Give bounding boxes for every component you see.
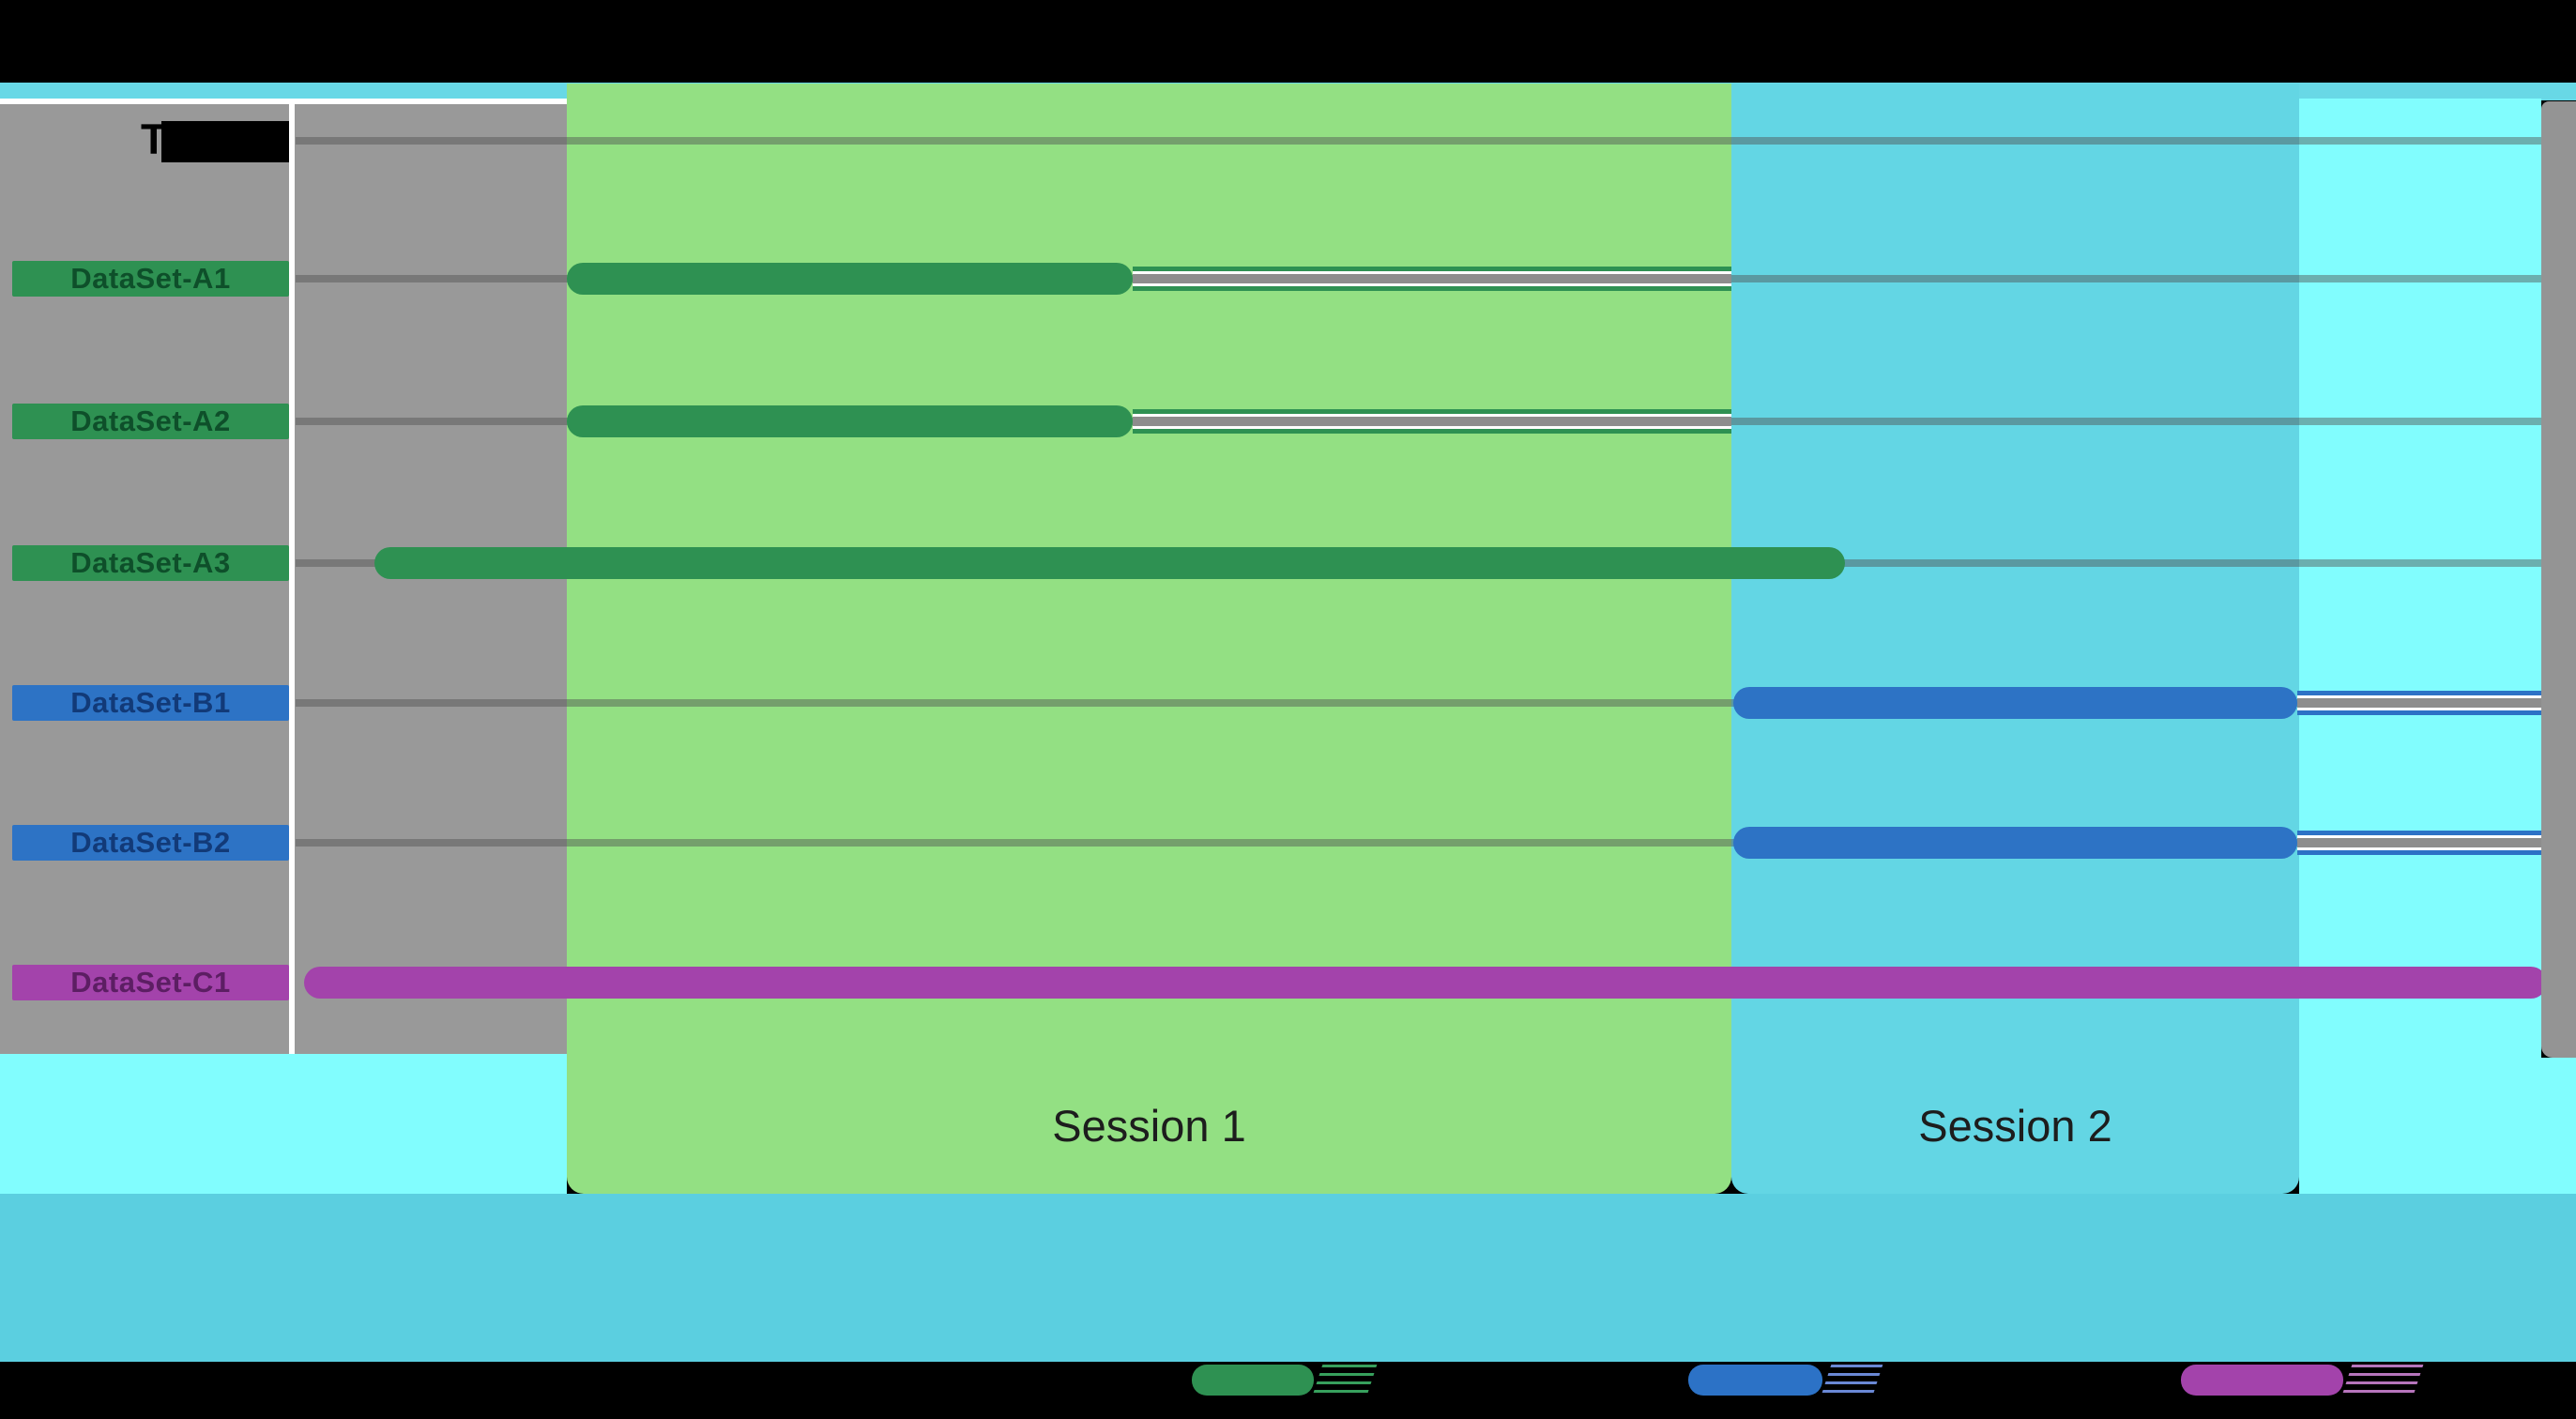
row-label-dataset-a3: DataSet-A3 [12, 545, 289, 581]
task-bar-dataset-a2 [567, 405, 1133, 437]
legend-glitch-purple [2341, 1365, 2424, 1396]
legend-label-1 [1384, 1365, 1572, 1396]
legend-marker-purple [2181, 1365, 2343, 1396]
session2-band [1731, 84, 2299, 1194]
gridline-row0 [296, 137, 2541, 145]
session1-band [567, 84, 1731, 1194]
track-dataset-a1 [1133, 267, 1731, 291]
row-label-dataset-b1: DataSet-B1 [12, 685, 289, 721]
row-label-dataset-a2: DataSet-A2 [12, 404, 289, 439]
legend-marker-green [1192, 1365, 1314, 1396]
track-dataset-b1 [2297, 691, 2541, 715]
gridline-row4 [296, 699, 2541, 707]
session1-label: Session 1 [1052, 1101, 1246, 1151]
legend-label-2 [1891, 1365, 2079, 1396]
task-bar-dataset-a1 [567, 263, 1133, 295]
gridline-row5 [296, 839, 2541, 847]
label-column-divider [289, 104, 295, 1054]
task-bar-dataset-c1 [304, 967, 2547, 999]
session2-label: Session 2 [1918, 1101, 2112, 1151]
far-right-cyan-panel [2541, 1058, 2576, 1194]
task-bar-dataset-b2 [1733, 827, 2297, 859]
task-bar-dataset-a3 [374, 547, 1845, 579]
bottom-teal-band [0, 1194, 2576, 1362]
plot-right-gray-edge [2541, 101, 2576, 1058]
track-dataset-b2 [2297, 831, 2541, 855]
row-label-dataset-b2: DataSet-B2 [12, 825, 289, 861]
task-bar-dataset-b1 [1733, 687, 2297, 719]
legend-label-3 [2431, 1365, 2576, 1396]
right-cyan-panel [2299, 99, 2541, 1194]
row-label-dataset-c1: DataSet-C1 [12, 965, 289, 1000]
legend-glitch-green [1312, 1365, 1378, 1396]
legend-marker-blue [1688, 1365, 1822, 1396]
bottom-left-cyan-panel [0, 1054, 567, 1194]
header-redaction-box [161, 121, 289, 162]
row-label-dataset-a1: DataSet-A1 [12, 261, 289, 297]
track-dataset-a2 [1133, 409, 1731, 434]
plot-top-white-line [0, 99, 569, 105]
legend-glitch-blue [1821, 1365, 1883, 1396]
